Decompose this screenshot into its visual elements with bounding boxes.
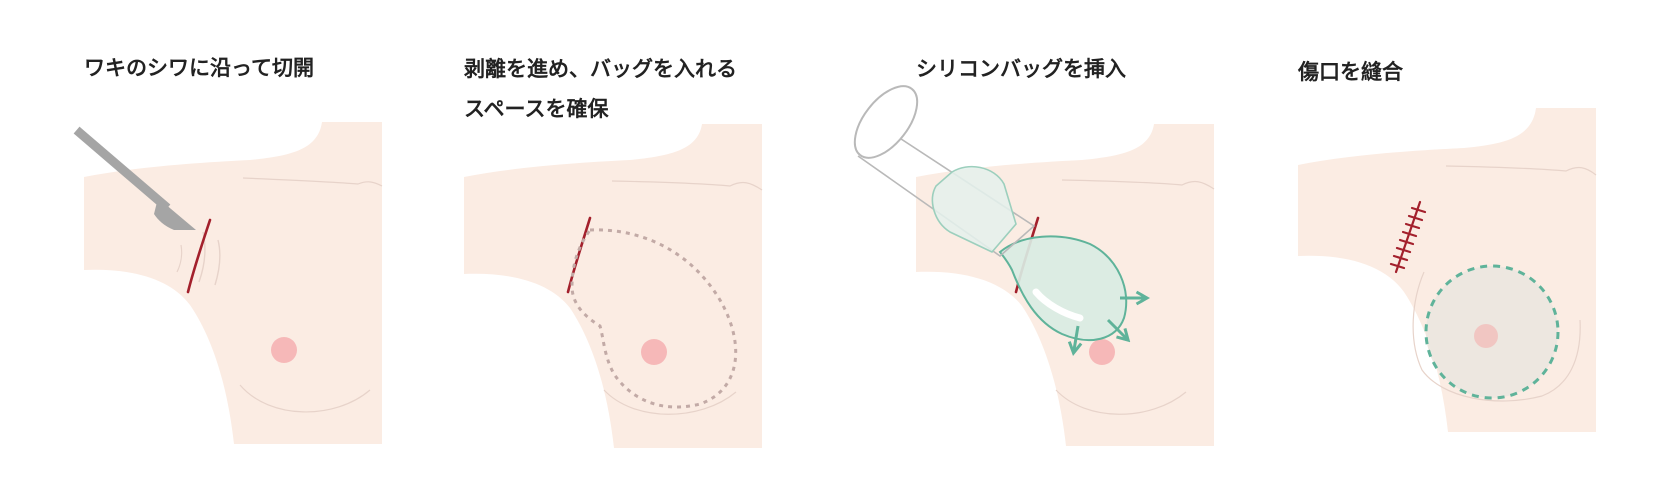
collarbone-line-3 (1061, 179, 1215, 190)
panel-1 (73, 122, 383, 444)
collarbone-line-2 (611, 180, 763, 191)
panel-4 (1298, 108, 1597, 432)
nipple-2 (641, 339, 667, 365)
implant-inserting (998, 235, 1128, 342)
suture-line (1389, 200, 1427, 274)
torso-4 (1298, 108, 1596, 432)
step2-title-line1: 剥離を進め、バッグを入れる (464, 57, 737, 81)
panel-3 (853, 85, 1215, 446)
breast-fold-1 (239, 384, 371, 413)
collarbone-line-4 (1445, 165, 1597, 176)
step3-title: シリコンバッグを挿入 (916, 57, 1126, 81)
breast-fold-3 (1055, 389, 1187, 415)
armpit-crease-1c (176, 244, 183, 273)
scalpel-icon (73, 126, 196, 230)
implant-highlight (1032, 288, 1084, 322)
implant-arrow-icon (1067, 290, 1151, 356)
nipple-1 (271, 337, 297, 363)
breast-fold-2 (603, 389, 737, 415)
incision-1 (186, 218, 212, 294)
nipple-4 (1474, 324, 1498, 348)
nipple-3 (1089, 339, 1115, 365)
step2-title-line2: スペースを確保 (464, 97, 609, 121)
step1-title: ワキのシワに沿って切開 (84, 56, 314, 80)
torso-2 (464, 124, 762, 448)
breast-outline-4 (1412, 271, 1581, 402)
armpit-crease-1b (214, 239, 221, 286)
pocket-outline (570, 228, 738, 409)
panel-2 (464, 124, 763, 448)
insertion-tube-icon (853, 85, 1036, 258)
step4-title: 傷口を縫合 (1298, 60, 1403, 84)
collarbone-line-1 (242, 177, 383, 187)
